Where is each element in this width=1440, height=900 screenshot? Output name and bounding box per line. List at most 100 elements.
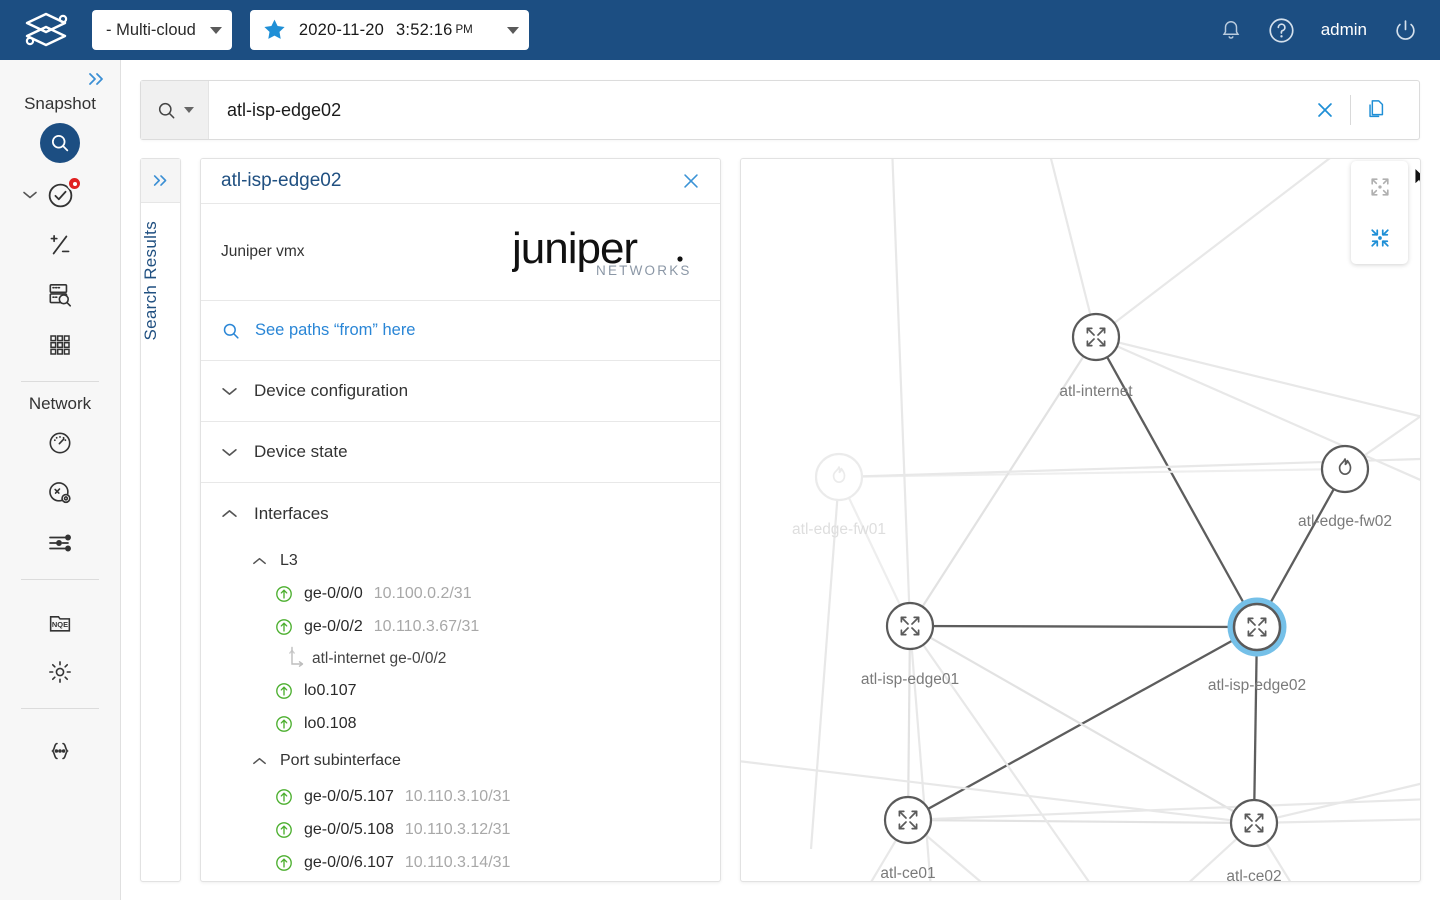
sidebar-item-api[interactable] — [0, 726, 120, 776]
power-icon[interactable] — [1393, 18, 1418, 43]
interface-name: ge-0/0/6.107 — [304, 853, 394, 871]
check-circle-icon — [46, 181, 75, 210]
chevron-down-icon[interactable] — [22, 187, 38, 205]
gauge-icon — [46, 429, 74, 457]
topology-node-atl-edge-fw01[interactable] — [814, 452, 864, 502]
interface-ip: 10.110.3.10/31 — [404, 787, 511, 805]
collapse-arrows-icon[interactable] — [1360, 218, 1400, 258]
bell-icon[interactable] — [1220, 18, 1242, 42]
sidebar-item-network-settings[interactable] — [0, 468, 120, 518]
search-icon — [40, 123, 80, 163]
up-arrow-circle-icon — [275, 682, 293, 700]
up-arrow-circle-icon — [275, 585, 293, 603]
connected-neighbor: atl-internet ge-0/0/2 — [312, 649, 447, 667]
chevron-up-icon — [253, 557, 266, 564]
chevron-up-icon — [222, 509, 237, 518]
see-paths-from-here-link[interactable]: See paths “from” here — [201, 301, 720, 361]
topology-node-atl-internet[interactable] — [1071, 312, 1121, 362]
sidebar-item-performance[interactable] — [0, 418, 120, 468]
topology-node-atl-ce02[interactable] — [1229, 798, 1279, 848]
svg-text:NETWORKS: NETWORKS — [596, 263, 690, 278]
app-logo[interactable] — [0, 10, 92, 50]
interface-name: lo0.108 — [304, 714, 357, 732]
search-icon — [158, 102, 174, 118]
device-vendor-model: Juniper vmx — [221, 243, 305, 260]
interface-row[interactable]: ge-0/0/5.108 10.110.3.12/31 — [201, 813, 720, 846]
sidebar-item-nqe[interactable]: NQE — [0, 597, 120, 647]
up-arrow-circle-icon — [275, 854, 293, 872]
sidebar-divider — [21, 381, 99, 382]
topology-node-atl-isp-edge01[interactable] — [885, 601, 935, 651]
search-mode-selector[interactable] — [141, 81, 209, 139]
close-panel-button[interactable] — [680, 170, 702, 192]
interface-group-port-subinterface[interactable]: Port subinterface — [201, 744, 720, 777]
accordion-label: Device configuration — [254, 381, 409, 400]
interface-group-label: Port subinterface — [280, 751, 401, 769]
close-icon — [684, 174, 698, 188]
copy-search-button[interactable] — [1351, 98, 1401, 122]
sidebar-divider — [21, 579, 99, 580]
expand-arrows-icon[interactable] — [1360, 167, 1400, 207]
braces-icon — [46, 738, 74, 764]
snapshot-date: 2020-11-20 — [298, 20, 385, 39]
interface-row[interactable]: ge-0/0/2 10.110.3.67/31 — [201, 610, 720, 643]
topology-node-atl-ce01[interactable] — [883, 795, 933, 845]
interface-row[interactable]: lo0.108 — [201, 707, 720, 740]
interface-connection-row[interactable]: atl-internet ge-0/0/2 — [201, 643, 720, 674]
topology-node-atl-isp-edge02[interactable] — [1227, 597, 1287, 657]
nqe-folder-icon: NQE — [46, 609, 74, 636]
topology-links — [838, 336, 1347, 825]
sidebar-item-checks[interactable] — [0, 170, 120, 220]
sidebar-expand-button[interactable] — [86, 71, 108, 92]
header-actions: admin — [1220, 17, 1440, 44]
user-menu[interactable]: admin — [1320, 20, 1367, 39]
interface-row[interactable]: ge-0/0/5.107 10.110.3.10/31 — [201, 780, 720, 813]
snapshot-selector[interactable]: 2020-11-20 3:52:16 PM — [249, 10, 529, 50]
accordion-label: Interfaces — [254, 503, 329, 523]
search-actions — [1300, 95, 1419, 125]
up-arrow-circle-icon — [275, 715, 293, 733]
interfaces-tree: L3 ge-0/0/0 10.100.0.2/31 ge-0/0/2 10.11… — [201, 544, 720, 881]
grid-dots-icon — [47, 332, 73, 358]
interface-row[interactable]: lo0.107 — [201, 674, 720, 707]
help-circle-icon[interactable] — [1268, 17, 1295, 44]
accordion-device-configuration[interactable]: Device configuration — [201, 361, 720, 422]
accordion-interfaces[interactable]: Interfaces — [201, 483, 720, 544]
sidebar-item-filters[interactable] — [0, 518, 120, 568]
search-bar — [140, 80, 1420, 140]
interface-ip: 10.110.3.67/31 — [373, 617, 480, 635]
network-selector[interactable]: - Multi-cloud — [92, 10, 232, 50]
search-input[interactable] — [209, 99, 1300, 121]
interface-group-label: L3 — [280, 551, 298, 569]
sidebar-item-settings[interactable] — [0, 647, 120, 697]
accordion-device-state[interactable]: Device state — [201, 422, 720, 483]
sidebar-item-diff[interactable] — [0, 220, 120, 270]
device-detail-panel: atl-isp-edge02 Juniper vmx juniper NETWO… — [200, 158, 721, 882]
sidebar-item-device-inspect[interactable] — [0, 270, 120, 320]
search-results-expand-button[interactable] — [141, 159, 180, 203]
action-divider — [1350, 95, 1351, 125]
interface-ip: 10.110.3.12/31 — [404, 820, 511, 838]
copy-icon — [1369, 100, 1384, 118]
connector-arrow-icon — [289, 646, 304, 667]
see-paths-link-label: See paths “from” here — [255, 321, 416, 339]
forward-networks-logo-icon — [25, 12, 68, 47]
interface-row[interactable]: ge-0/0/6.107 10.110.3.14/31 — [201, 846, 720, 879]
topology-nodes[interactable] — [814, 312, 1370, 848]
gear-icon — [46, 658, 74, 686]
interface-group-l3[interactable]: L3 — [201, 544, 720, 577]
up-arrow-circle-icon — [275, 821, 293, 839]
snapshot-ampm: PM — [455, 24, 473, 36]
globe-gear-icon — [46, 479, 74, 507]
search-results-label[interactable]: Search Results — [141, 221, 160, 341]
topology-canvas[interactable] — [741, 159, 1421, 882]
interface-row[interactable]: ge-0/0/0 10.100.0.2/31 — [201, 577, 720, 610]
sidebar-divider — [21, 708, 99, 709]
clear-search-button[interactable] — [1300, 99, 1350, 121]
topology-node-atl-edge-fw02[interactable] — [1320, 444, 1370, 494]
chevron-down-icon — [222, 448, 237, 456]
sidebar-item-grid[interactable] — [0, 320, 120, 370]
sidebar-item-search[interactable] — [0, 118, 120, 168]
chevron-up-icon — [253, 757, 266, 764]
